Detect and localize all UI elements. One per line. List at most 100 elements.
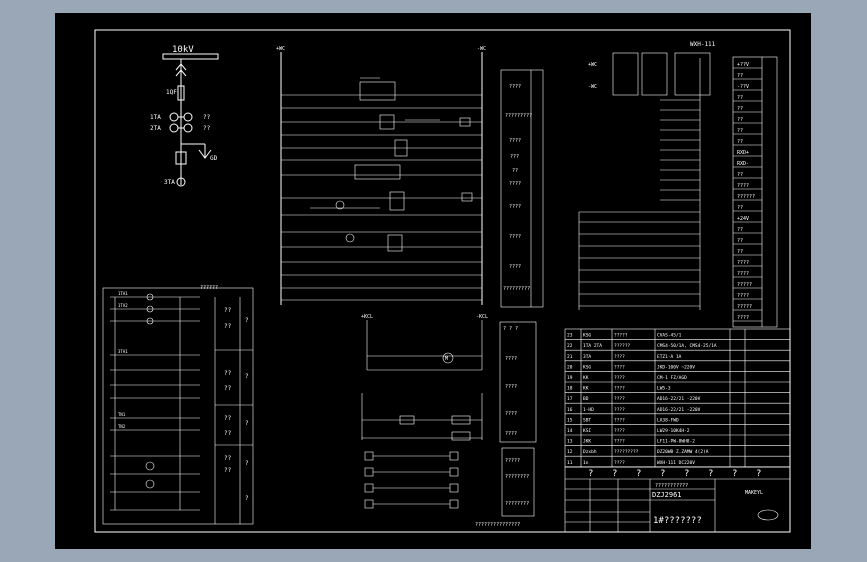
- bom-cell: 18: [567, 386, 573, 392]
- svg-text:????: ????: [505, 356, 517, 362]
- svg-text:?????: ?????: [505, 458, 520, 464]
- title-header-cell: ?: [588, 469, 593, 479]
- svg-text:????: ????: [505, 431, 517, 437]
- title-header-cell: ?: [756, 469, 761, 479]
- svg-text:??: ??: [512, 168, 518, 174]
- svg-text:? ? ?: ? ? ?: [503, 326, 518, 332]
- svg-text:????: ????: [509, 84, 521, 90]
- single-line-diagram: 10kV 1QF 1TA 2TA ?? ?? GD 3TA: [150, 45, 219, 187]
- bom-cell: 16: [567, 407, 573, 413]
- terminal-right-16: ??: [737, 238, 743, 244]
- bom-cell: LA38-FWD: [657, 417, 679, 423]
- svg-text:????: ????: [509, 234, 521, 240]
- terminal-right-3: ??: [737, 95, 743, 101]
- motor-circuit: M +KCL -KCL: [361, 314, 488, 441]
- bom-cell: Dzxbh: [583, 449, 597, 455]
- bom-cell: 22: [567, 343, 573, 349]
- relay-label-1: 1TA1: [118, 291, 128, 296]
- bom-cell: ????: [614, 354, 625, 360]
- bom-cell: JKK: [583, 439, 591, 445]
- svg-text:?: ?: [245, 420, 249, 427]
- terminal-right-5: ??: [737, 117, 743, 123]
- terminal-right-11: ????: [737, 183, 749, 189]
- bom-cell: BD: [583, 396, 589, 402]
- bom-cell: AD16-22/21 -220V: [657, 407, 701, 413]
- ta2-label: 2TA: [150, 125, 161, 132]
- svg-text:??: ??: [224, 323, 232, 330]
- svg-text:????: ????: [509, 138, 521, 144]
- q-mark-a: ??: [203, 114, 211, 121]
- bom-cell: CVAS-45/1: [657, 333, 682, 339]
- left-circuit-frame: [102, 287, 254, 525]
- bom-cell: KSG: [583, 333, 591, 339]
- terminal-right-21: ????: [737, 293, 749, 299]
- title-header-cell: ?: [660, 469, 665, 479]
- bom-cell: ????: [614, 386, 625, 392]
- secondary-circuits-left: ?????? ?? ?? ?? ?? ?? ?? ?? ?? ? ? ? ? ?: [102, 285, 254, 525]
- switch-contact-diagram: [364, 451, 459, 509]
- ta3-label: 3TA: [164, 179, 175, 186]
- bom-cell: 12: [567, 449, 573, 455]
- bom-cell: ????: [614, 407, 625, 413]
- svg-text:?: ?: [245, 495, 249, 502]
- bom-cell: LF11-PW-8WH8-2: [657, 439, 695, 445]
- q-mark-b: ??: [203, 125, 211, 132]
- title-note: ???????????: [655, 483, 688, 489]
- sheet-title: 1#???????: [653, 516, 702, 526]
- bom-cell: KK: [583, 386, 589, 392]
- svg-text:+WC: +WC: [276, 46, 285, 52]
- title-header-cell: ?: [684, 469, 689, 479]
- bom-cell: ????: [614, 396, 625, 402]
- bom-cell: 14: [567, 428, 573, 434]
- terminal-right-9: RXD-: [737, 161, 749, 167]
- terminal-right-14: +24V: [737, 216, 749, 222]
- title-header-cell: ?: [612, 469, 617, 479]
- relay-label-5: TN2: [118, 424, 126, 429]
- terminal-strip-right: +??V??-??V??????????RXD+RXD-????????????…: [732, 56, 778, 328]
- bom-cell: CMS4-50/1A, CMS4-25/1A: [657, 343, 717, 349]
- terminal-right-2: -??V: [737, 84, 749, 90]
- title-block: ???????? ??????????? DZJ2961 1#??????? M…: [564, 466, 791, 533]
- bom-cell: 15: [567, 417, 573, 423]
- bom-cell: 21: [567, 354, 573, 360]
- svg-text:-WC: -WC: [477, 46, 486, 52]
- bom-cell: ?????????: [614, 449, 639, 455]
- bom-cell: 13: [567, 439, 573, 445]
- terminal-right-6: ??: [737, 128, 743, 134]
- drawing-number: DZJ2961: [652, 491, 682, 499]
- terminal-right-20: ?????: [737, 282, 752, 288]
- bom-cell: ?????: [614, 333, 628, 339]
- svg-text:?: ?: [245, 460, 249, 467]
- ta1-label: 1TA: [150, 114, 161, 121]
- terminal-strip-mid: ???? ????????? ???? ??? ?? ???? ???? ???…: [500, 69, 544, 308]
- svg-text:??: ??: [224, 467, 232, 474]
- terminal-right-12: ??????: [737, 194, 755, 200]
- bom-cell: ??????: [614, 343, 631, 349]
- bom-cell: 17: [567, 396, 573, 402]
- svg-text:????: ????: [509, 264, 521, 270]
- bom-cell: ????: [614, 375, 625, 381]
- terminal-right-13: ??: [737, 205, 743, 211]
- bom-cell: 1n: [583, 460, 589, 466]
- bom-cell: ETZ1-A 1A: [657, 354, 682, 360]
- svg-text:????: ????: [509, 204, 521, 210]
- svg-text:????: ????: [505, 411, 517, 417]
- inner-frame: [94, 29, 791, 533]
- terminal-right-7: ??: [737, 139, 743, 145]
- bom-cell: KSI: [583, 428, 591, 434]
- gd-label: GD: [210, 155, 218, 162]
- bom-cell: AD16-22/21 -220V: [657, 396, 701, 402]
- wxh-label: WXH-111: [690, 41, 716, 48]
- bom-cell: 20: [567, 364, 573, 370]
- bom-cell: 23: [567, 333, 573, 339]
- bom-cell: ????: [614, 439, 625, 445]
- svg-text:+KCL: +KCL: [361, 314, 373, 320]
- svg-text:??: ??: [224, 370, 232, 377]
- relay-label-3: 3TA1: [118, 349, 128, 354]
- bom-cell: ????: [614, 460, 625, 466]
- bom-cell: SBT: [583, 417, 591, 423]
- bom-cell: DZ20WB Z.ZAMW 4(2)A: [657, 449, 709, 455]
- svg-text:?????????: ?????????: [505, 113, 532, 119]
